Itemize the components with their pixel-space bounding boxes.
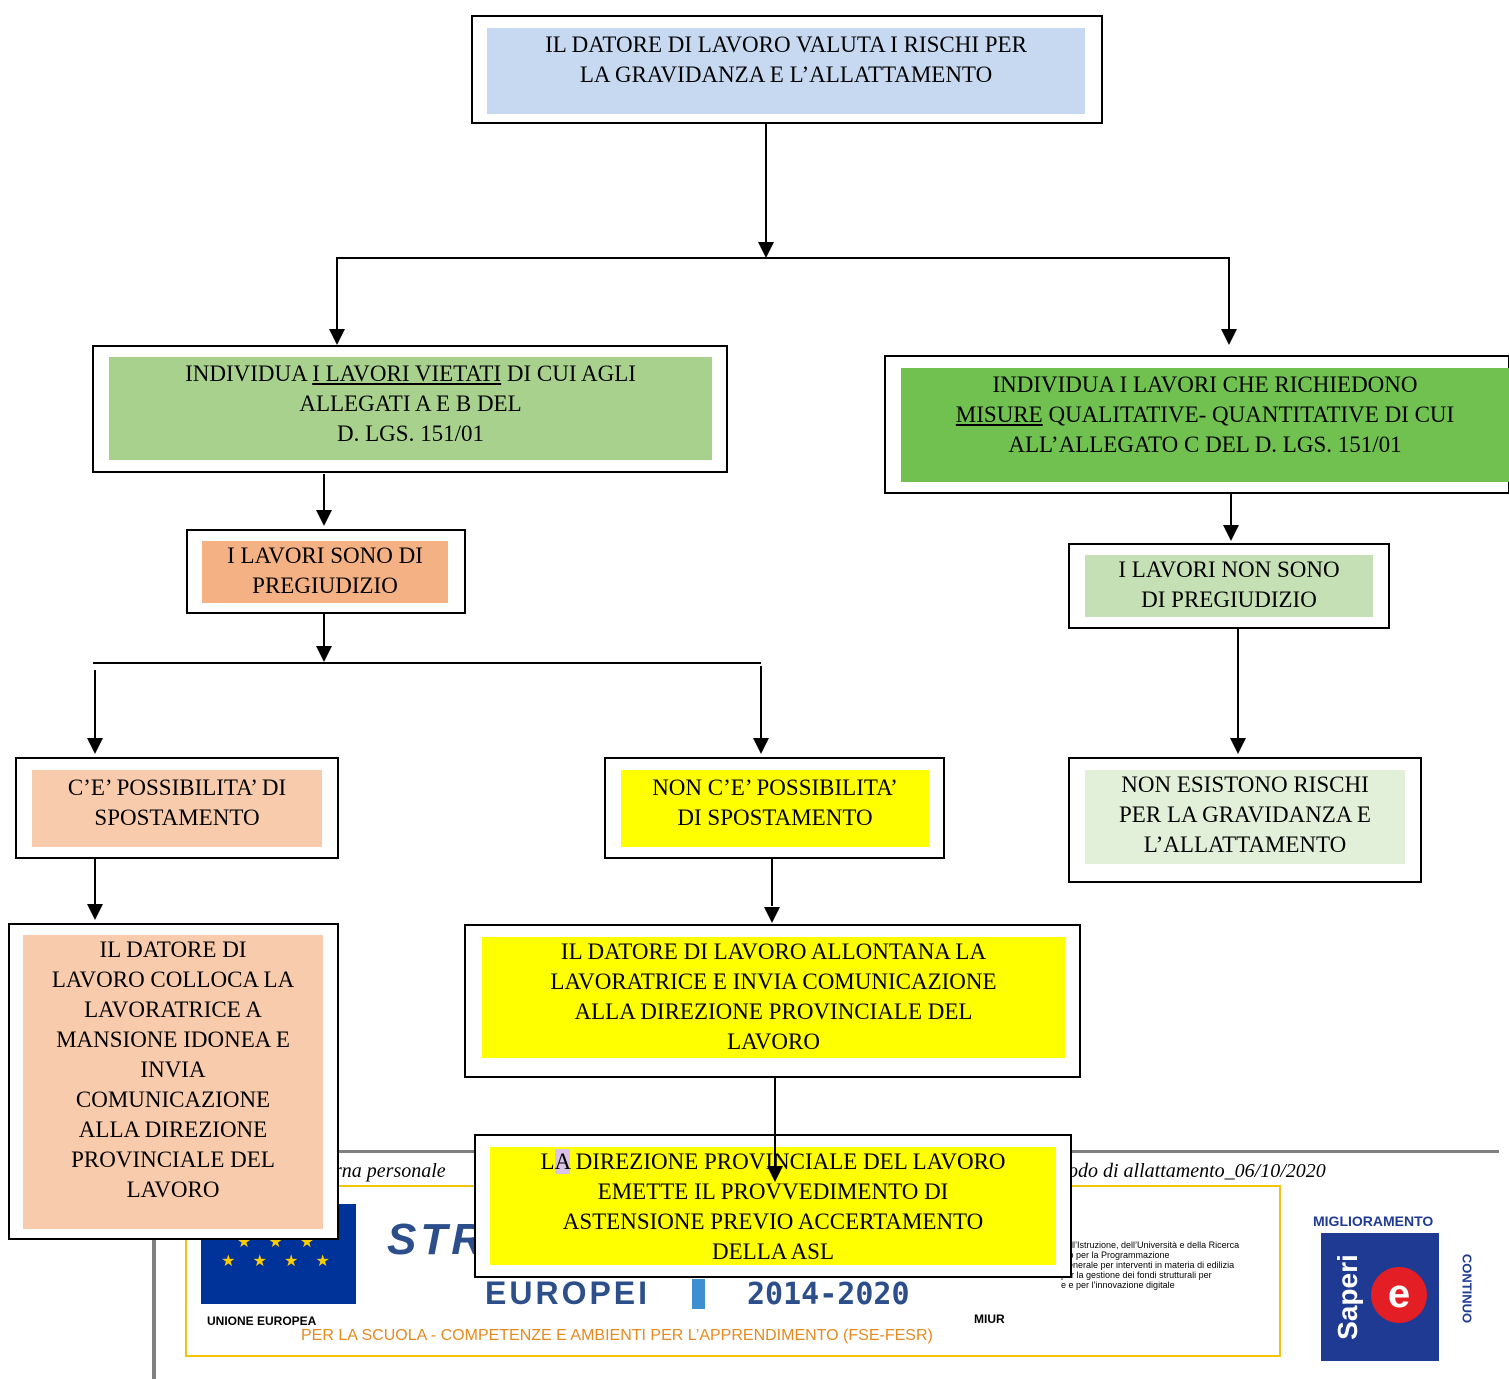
miur-label: MIUR: [974, 1312, 1005, 1326]
continuo-label: CONTINUO: [1459, 1253, 1475, 1324]
connector-left-down: [336, 257, 338, 331]
footer-text-left: rna personale: [334, 1160, 446, 1182]
miur-text: dell’Istruzione, dell’Università e della…: [1061, 1240, 1240, 1290]
saperi-logo: MIGLIORAMENTO Saperi e CONTINUO: [1309, 1209, 1475, 1363]
arrow-head: [1230, 738, 1246, 754]
arrow-head: [316, 646, 332, 662]
connector-split-right: [760, 666, 762, 738]
blue-bar-icon: [692, 1279, 705, 1309]
connector-top-down: [765, 123, 767, 245]
years-label: 2014-2020: [747, 1277, 910, 1312]
node-lavori-vietati-fill: INDIVIDUA I LAVORI VIETATI DI CUI AGLI A…: [109, 357, 712, 460]
connector-left1-to-pregiudizio: [323, 474, 325, 512]
connector-right-down: [1228, 257, 1230, 331]
connector-right1-to-nonpregiudizio: [1230, 494, 1232, 526]
saperi-label: Saperi: [1332, 1254, 1363, 1340]
connector-split-left: [94, 670, 96, 738]
arrow-head: [1221, 329, 1237, 345]
node-possibilita-fill: C’E’ POSSIBILITA’ DI SPOSTAMENTO: [32, 770, 322, 847]
arrow-head: [87, 904, 103, 920]
arrow-head: [753, 738, 769, 754]
connector-pregiudizio-down: [323, 614, 325, 648]
eu-label: UNIONE EUROPEA: [207, 1314, 317, 1328]
node-colloca-fill: IL DATORE DI LAVORO COLLOCA LA LAVORATRI…: [23, 935, 323, 1229]
footer-vertical-rule: [152, 1140, 156, 1379]
connector-split-horizontal: [93, 662, 761, 664]
node-allontana-fill: IL DATORE DI LAVORO ALLONTANA LA LAVORAT…: [482, 937, 1065, 1058]
fondi-europei-title: EUROPEI: [485, 1275, 651, 1311]
arrow-head: [1223, 525, 1239, 541]
connector-main-horizontal: [336, 257, 1230, 259]
e-circle-icon: e: [1371, 1267, 1427, 1323]
arrow-head: [87, 738, 103, 754]
arrow-head: [767, 1166, 783, 1182]
node-misure-qualitative-fill: INDIVIDUA I LAVORI CHE RICHIEDONO MISURE…: [901, 368, 1509, 482]
node-non-rischi-fill: NON ESISTONO RISCHI PER LA GRAVIDANZA E …: [1085, 770, 1405, 864]
arrow-head: [316, 510, 332, 526]
miglioramento-label: MIGLIORAMENTO: [1313, 1213, 1434, 1229]
connector-nonpregiudizio-down: [1237, 628, 1239, 738]
footer-text-right: odo di allattamento_06/10/2020: [1068, 1160, 1326, 1182]
node-non-pregiudizio-fill: I LAVORI NON SONO DI PREGIUDIZIO: [1085, 555, 1373, 617]
connector-overlap: [774, 1134, 776, 1168]
node-pregiudizio-fill: I LAVORI SONO DI PREGIUDIZIO: [202, 541, 448, 603]
node-provvedimento-fill: LA DIREZIONE PROVINCIALE DEL LAVORO EMET…: [490, 1147, 1056, 1265]
arrow-head: [329, 329, 345, 345]
connector-allontana-down: [774, 1078, 776, 1168]
connector-nonpossibilita-down: [771, 858, 773, 906]
connector-possibilita-down: [94, 858, 96, 904]
saperi-block: Saperi e: [1321, 1233, 1439, 1361]
arrow-head: [764, 907, 780, 923]
arrow-head: [758, 242, 774, 258]
pon-tagline: PER LA SCUOLA - COMPETENZE E AMBIENTI PE…: [301, 1327, 933, 1344]
node-non-possibilita-fill: NON C’E’ POSSIBILITA’ DI SPOSTAMENTO: [621, 770, 929, 847]
node-valuta-rischi-fill: IL DATORE DI LAVORO VALUTA I RISCHI PER …: [487, 28, 1085, 114]
